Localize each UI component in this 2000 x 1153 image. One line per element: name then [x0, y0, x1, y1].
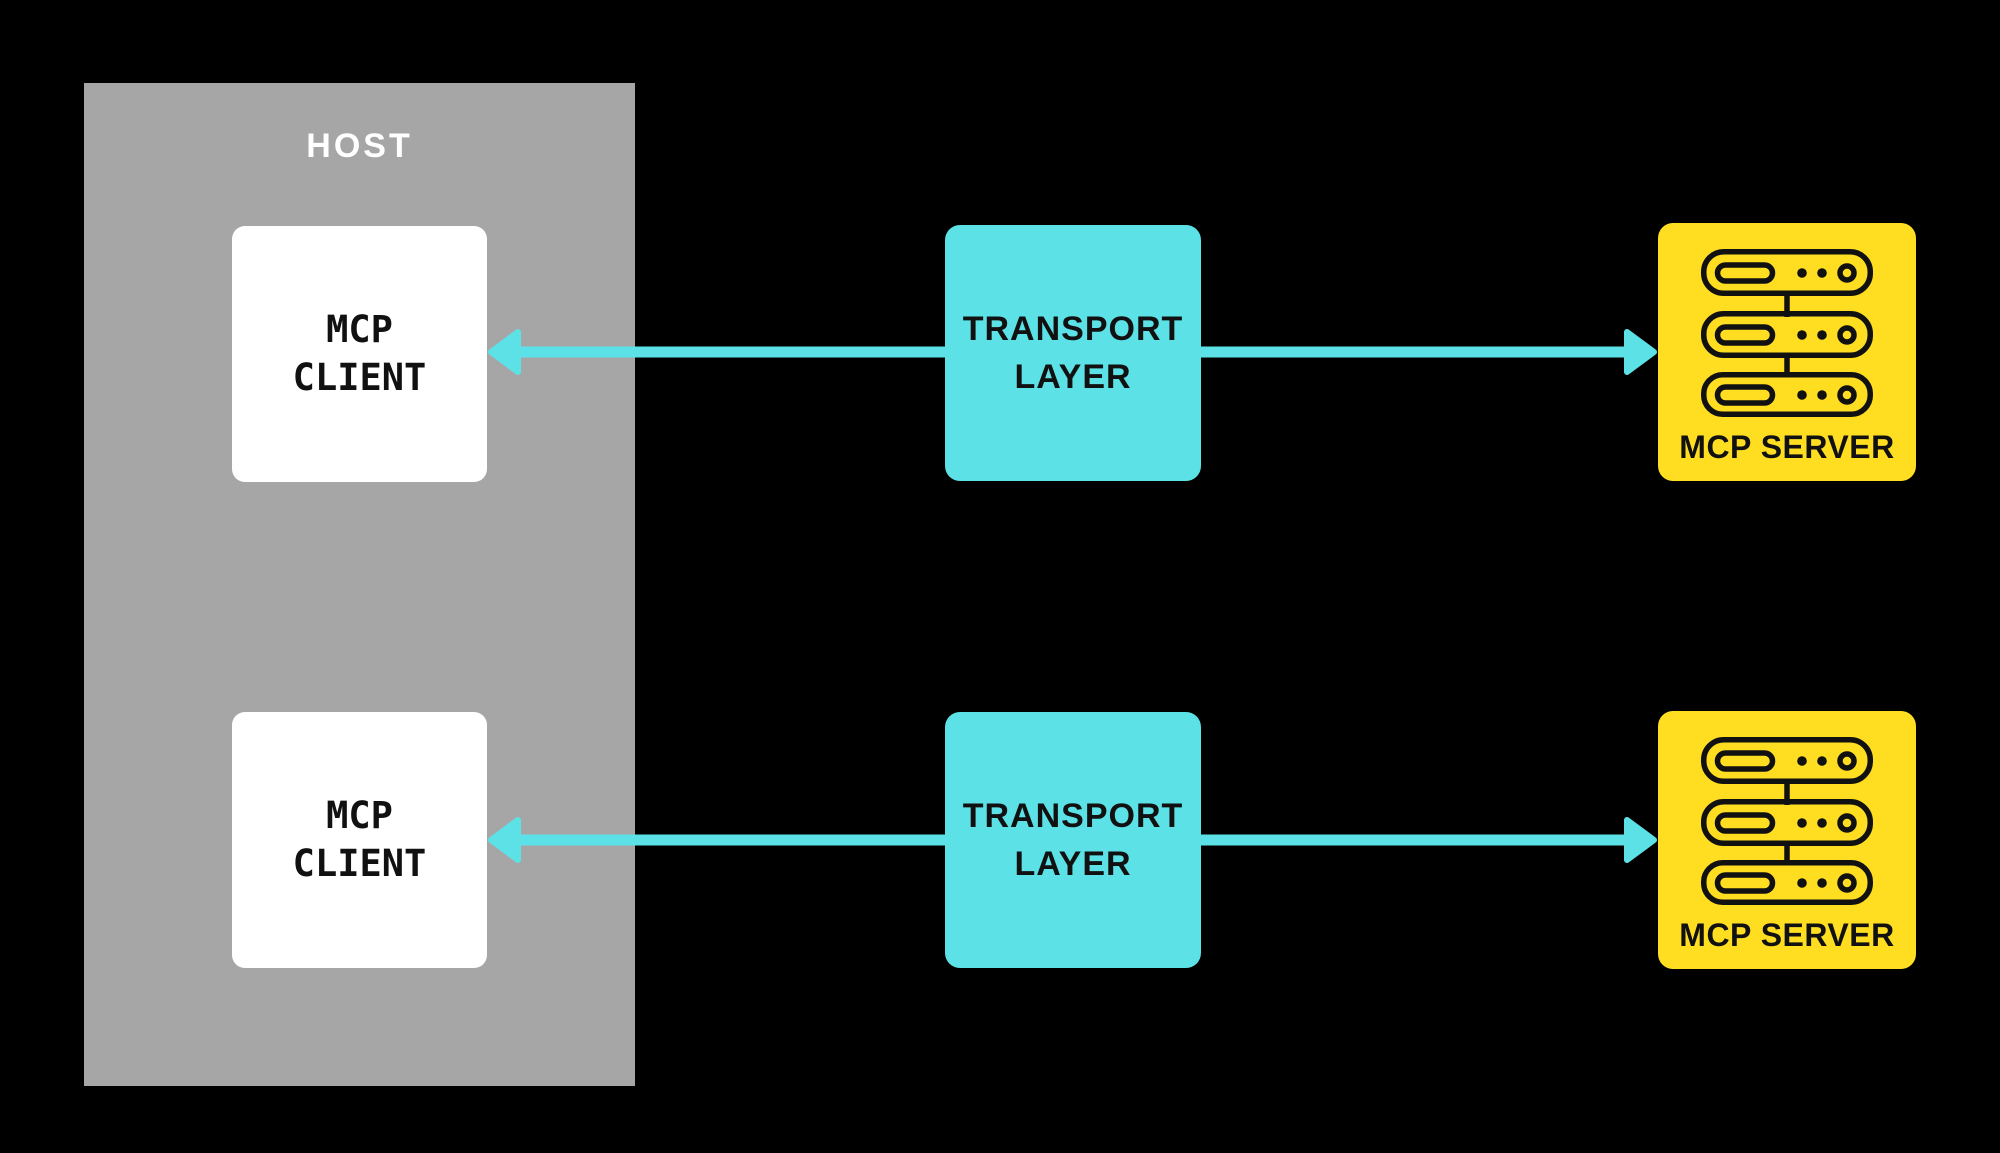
arrow-transport-to-server-2 [1198, 817, 1657, 863]
mcp-server-label-2: MCP SERVER [1679, 917, 1895, 953]
transport-layer-label-2: TRANSPORT LAYER [962, 797, 1184, 883]
mcp-server-label-1: MCP SERVER [1679, 429, 1895, 465]
transport-layer-box-2: TRANSPORT LAYER [945, 712, 1201, 968]
arrow-transport-to-server-1 [1198, 329, 1657, 375]
mcp-client-box-1: MCP CLIENT [232, 226, 487, 482]
mcp-client-label-1: MCP CLIENT [292, 308, 427, 399]
transport-layer-box-1: TRANSPORT LAYER [945, 225, 1201, 481]
server-rack-icon [1701, 249, 1873, 417]
mcp-server-box-1: MCP SERVER [1658, 223, 1916, 481]
transport-layer-label-1: TRANSPORT LAYER [962, 310, 1184, 396]
server-rack-icon [1701, 737, 1873, 905]
mcp-client-box-2: MCP CLIENT [232, 712, 487, 968]
host-label: HOST [306, 127, 413, 165]
mcp-client-label-2: MCP CLIENT [292, 794, 427, 885]
mcp-server-box-2: MCP SERVER [1658, 711, 1916, 969]
